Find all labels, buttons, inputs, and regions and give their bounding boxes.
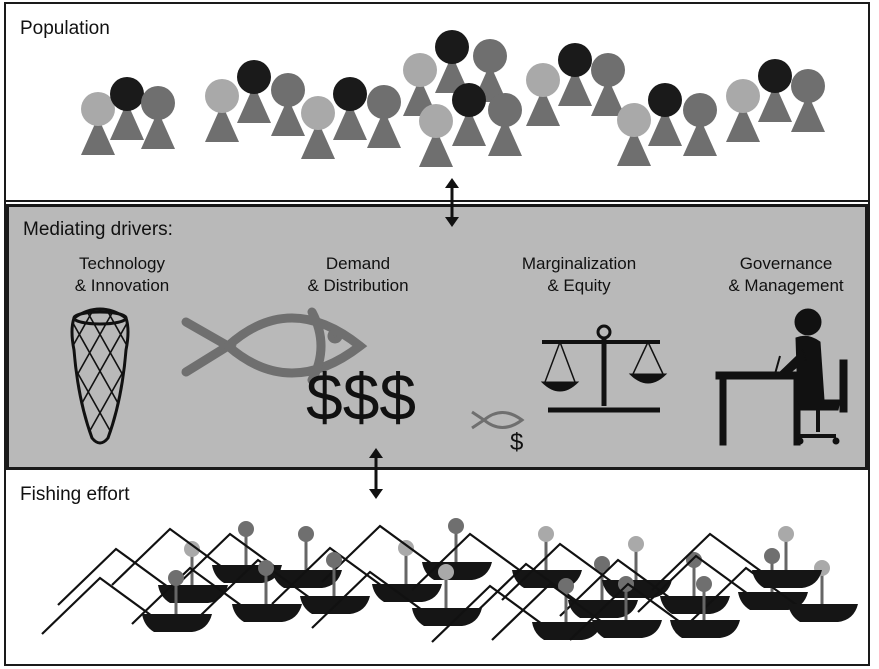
fishing-boats [41, 518, 858, 643]
fishing-net-icon [70, 307, 130, 445]
driver-label-line1: Technology [78, 254, 165, 273]
fishing-effort-title: Fishing effort [20, 484, 130, 505]
person-icon [301, 96, 335, 159]
fishing-boat-icon [41, 570, 212, 635]
driver-label-demand: Demand & Distribution [248, 253, 468, 297]
fish-outline-icon [181, 307, 368, 385]
driver-label-line2: & Innovation [74, 276, 170, 295]
person-icon [110, 77, 144, 140]
driver-label-marginalization: Marginalization & Equity [469, 253, 689, 297]
double-arrow-icon [445, 178, 459, 227]
fishing-boat-icon [491, 576, 662, 641]
fishing-boat-icon [131, 560, 302, 625]
person-icon [452, 83, 486, 146]
population-figures [81, 30, 825, 167]
driver-label-line2: & Distribution [307, 276, 409, 295]
mediating-drivers-title: Mediating drivers: [23, 219, 173, 240]
population-panel: Population [6, 4, 868, 202]
driver-label-line2: & Management [728, 276, 844, 295]
driver-label-line1: Governance [739, 254, 833, 273]
fishing-boat-icon [411, 526, 582, 591]
person-icon [81, 92, 115, 155]
driver-label-technology: Technology & Innovation [12, 253, 232, 297]
person-icon [526, 63, 560, 126]
fishing-boat-icon [569, 576, 740, 641]
person-icon [141, 86, 175, 149]
double-arrow-icon [369, 448, 383, 499]
person-icon [758, 59, 792, 122]
person-icon [791, 69, 825, 132]
fishing-boat-icon [271, 540, 442, 605]
fishing-boat-icon [651, 526, 822, 591]
person-icon [558, 43, 592, 106]
person-icon [683, 93, 717, 156]
person-icon [333, 77, 367, 140]
driver-label-governance: Governance & Management [676, 253, 879, 297]
person-icon [367, 85, 401, 148]
driver-label-line2: & Equity [547, 276, 611, 295]
fishing-effort-panel: Fishing effort [6, 472, 868, 664]
person-icon [488, 93, 522, 156]
person-at-desk-icon [715, 308, 848, 446]
person-icon [205, 79, 239, 142]
person-icon [726, 79, 760, 142]
person-icon [591, 53, 625, 116]
population-title: Population [20, 18, 110, 39]
fishing-boat-icon [687, 560, 858, 625]
person-icon [271, 73, 305, 136]
driver-label-line1: Demand [325, 254, 391, 273]
person-icon [419, 104, 453, 167]
small-fish-dollar-icon [471, 410, 525, 430]
person-icon [237, 60, 271, 123]
small-dollar-text: $ [510, 429, 523, 456]
dollar-signs-text: $$$ [306, 360, 416, 434]
person-icon [617, 103, 651, 166]
balance-scale-icon [540, 324, 668, 413]
fishing-boat-icon [311, 564, 482, 629]
driver-label-line1: Marginalization [521, 254, 637, 273]
person-icon [435, 30, 469, 93]
person-icon [648, 83, 682, 146]
